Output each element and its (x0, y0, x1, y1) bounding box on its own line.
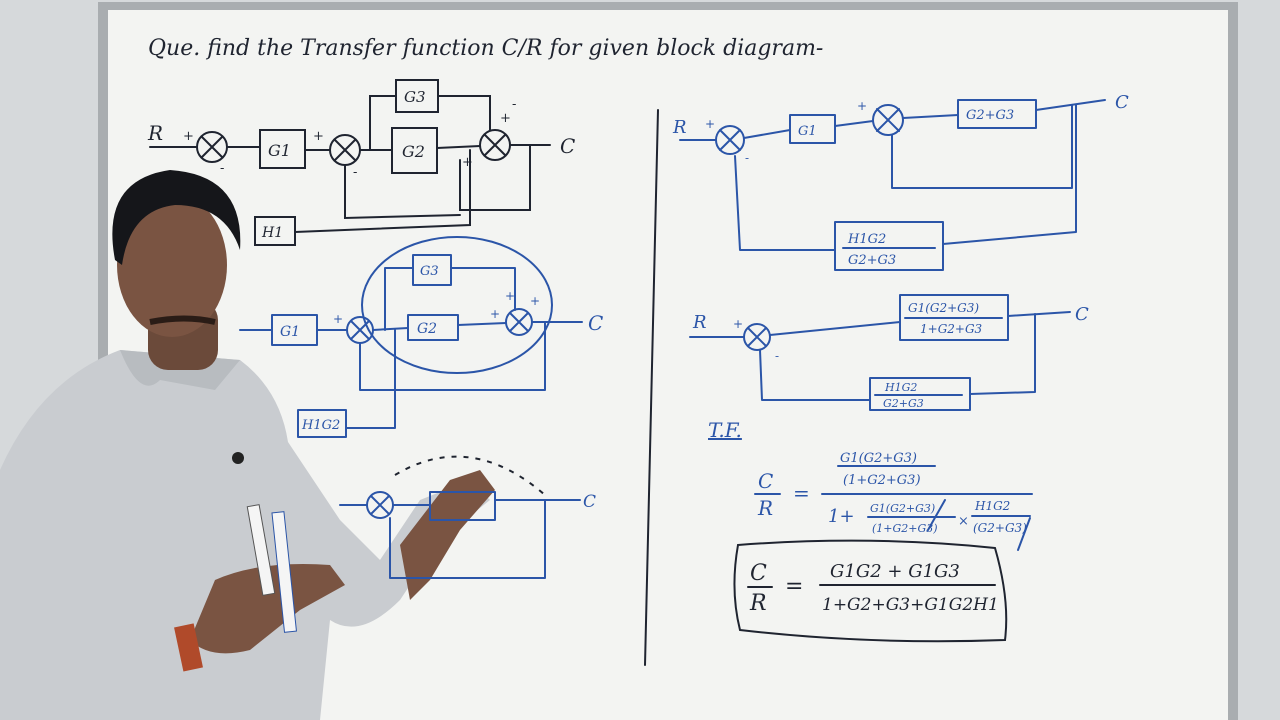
diagram-1: R G1 G2 G3 C H1 + - + - + + - (147, 79, 575, 246)
handwritten-label: + (500, 111, 511, 126)
handwritten-label: + (705, 117, 715, 131)
handwritten-label: C (583, 492, 596, 512)
handwritten-label: + (333, 312, 343, 326)
right-diagram-1: R G1 G2+G3 C H1G2 G2+G3 + - + (672, 92, 1129, 271)
presenter (0, 170, 495, 720)
handwritten-label: G1 (268, 141, 291, 160)
handwritten-label: × (958, 514, 969, 529)
handwritten-label: C (758, 469, 773, 493)
handwritten-label: G3 (420, 264, 439, 279)
handwritten-label: G1 (798, 124, 817, 139)
output-label: C (560, 134, 575, 158)
transfer-function: T.F. C R = G1(G2+G3) (1+G2+G3) 1+ G1(G2+… (708, 418, 1033, 551)
right-hand (400, 470, 495, 600)
handwritten-label: C (750, 561, 767, 586)
input-label: R (147, 121, 163, 145)
handwritten-label: H1G2 (301, 418, 340, 433)
handwritten-label: R (672, 117, 687, 138)
diagram-3: C (339, 455, 596, 579)
handwritten-label: 1+G2+G3+G1G2H1 (822, 595, 999, 615)
handwritten-label: R (749, 591, 767, 616)
block-g3 (412, 254, 452, 286)
handwritten-label: G2+G3 (966, 108, 1014, 123)
handwritten-label: H1G2 (847, 232, 886, 247)
handwritten-label: + (462, 155, 473, 170)
handwritten-label: - (220, 161, 224, 176)
handwritten-label: + (183, 129, 194, 144)
handwritten-label: + (530, 294, 540, 308)
result-box: C R = G1G2 + G1G3 1+G2+G3+G1G2H1 (733, 539, 1008, 643)
handwritten-label: (G2+G3) (973, 521, 1027, 535)
handwritten-label: - (512, 97, 516, 112)
diagram-2: G1 G2 G3 C H1G2 + + + + (239, 236, 603, 438)
handwritten-label: (1+G2+G3) (872, 522, 938, 535)
left-hand (190, 564, 345, 654)
shirt (0, 350, 490, 720)
face (117, 193, 227, 337)
handwritten-label: G1G2 + G1G3 (830, 561, 960, 582)
handwritten-label: G2+G3 (848, 253, 896, 268)
handwritten-label: + (733, 317, 743, 331)
handwritten-label: 1+ (828, 506, 855, 527)
microphone (232, 452, 244, 464)
handwritten-label: R (757, 496, 773, 520)
handwritten-label: 1+G2+G3 (920, 322, 983, 336)
handwritten-label: + (505, 289, 515, 303)
block-g2 (407, 314, 459, 341)
handwritten-label: G2 (417, 321, 437, 337)
handwritten-label: + (313, 129, 324, 144)
handwritten-label: + (857, 99, 867, 113)
handwritten-label: - (745, 151, 749, 165)
handwritten-label: = (785, 574, 803, 599)
handwritten-label: - (775, 349, 779, 363)
wrist-thread (174, 623, 203, 672)
divider-line (644, 109, 659, 666)
handwritten-label: = (793, 481, 810, 505)
handwritten-label: H1G2 (974, 499, 1010, 513)
handwritten-label: (1+G2+G3) (843, 473, 921, 488)
handwritten-label: H1 (261, 225, 283, 241)
handwritten-label: G3 (404, 88, 426, 106)
handwritten-label: C (1075, 304, 1089, 325)
question-title: Que. find the Transfer function C/R for … (148, 36, 823, 61)
handwritten-label: G1(G2+G3) (908, 301, 979, 315)
handwritten-label: + (490, 307, 500, 321)
block-g2 (391, 127, 438, 174)
marker (271, 511, 297, 633)
handwritten-label: C (1115, 92, 1129, 113)
marker (246, 504, 276, 596)
handwritten-label: G1(G2+G3) (870, 502, 935, 515)
hair (112, 170, 241, 265)
handwritten-label: G1(G2+G3) (840, 451, 917, 466)
handwritten-label: - (353, 165, 357, 180)
handwritten-label: C (588, 311, 603, 335)
handwritten-label: G2+G3 (883, 397, 924, 410)
handwritten-label: T.F. (708, 418, 742, 442)
handwritten-label: R (692, 312, 707, 333)
handwritten-label: G1 (280, 324, 300, 340)
handwritten-label: G2 (402, 142, 425, 161)
right-diagram-2: R G1(G2+G3) 1+G2+G3 C H1G2 G2+G3 + - (689, 294, 1089, 411)
handwritten-label: H1G2 (884, 381, 917, 394)
block-h1g2 (297, 409, 347, 438)
